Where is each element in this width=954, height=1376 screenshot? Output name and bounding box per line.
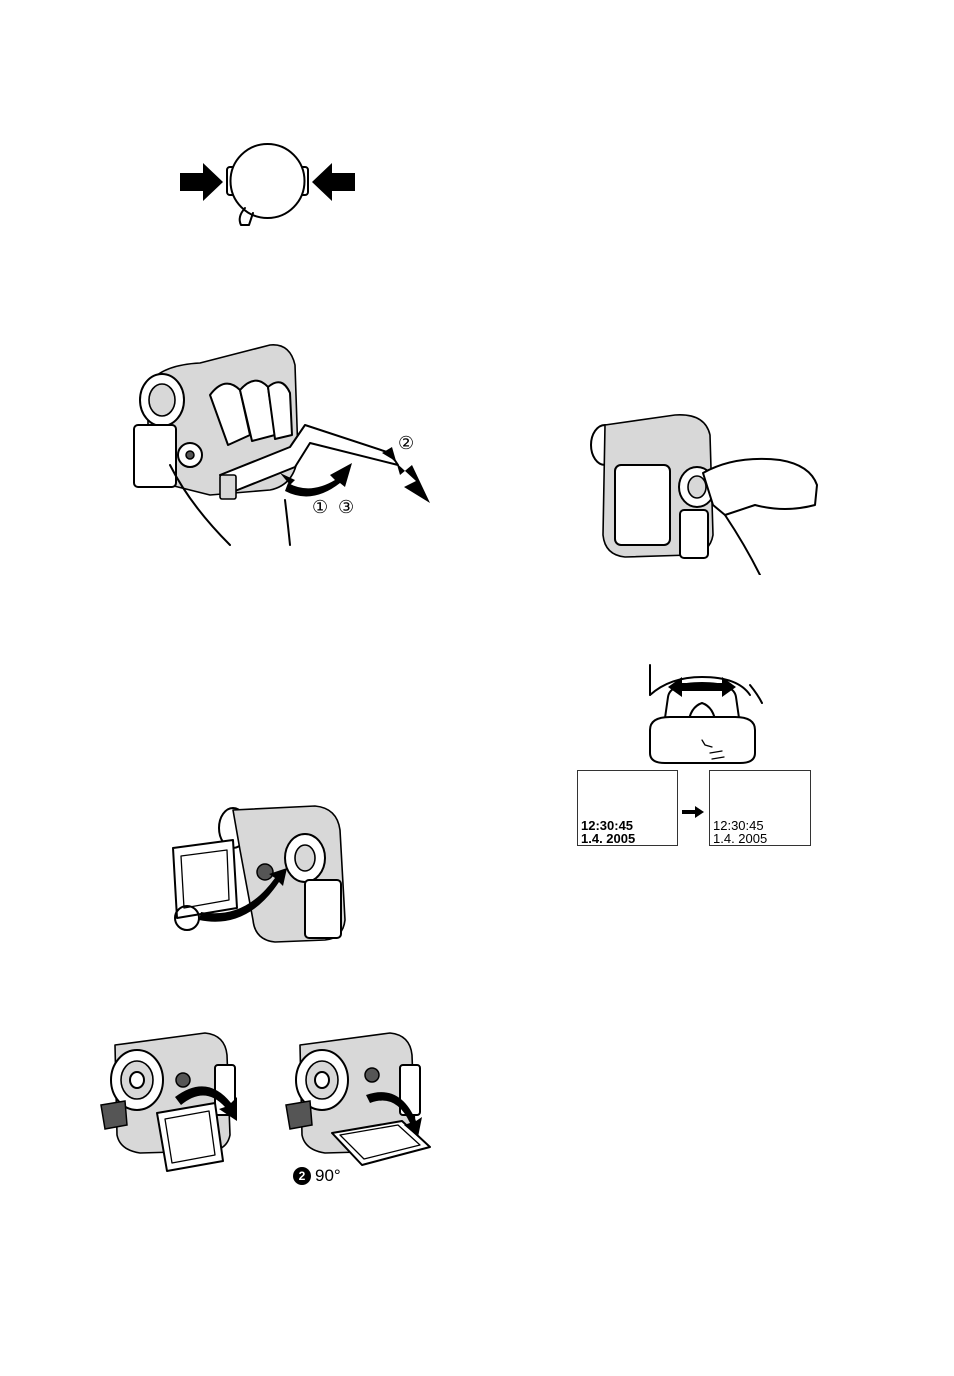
hand-strap-figure: ② ① ③ xyxy=(130,335,440,550)
display-before-date: 1.4. 2005 xyxy=(581,832,635,845)
lcd-rotation-angle: 2 90° xyxy=(293,1166,341,1186)
strap-step-1-label: ① xyxy=(312,497,328,518)
strap-step-3-label: ③ xyxy=(338,497,354,518)
display-after-date: 1.4. 2005 xyxy=(713,832,767,845)
display-after-screen: 12:30:45 1.4. 2005 xyxy=(709,770,811,846)
strap-step-2-label: ② xyxy=(398,433,414,454)
lcd-rotate-figure-left xyxy=(95,1025,245,1175)
rotation-angle-label: 90° xyxy=(315,1166,341,1186)
pull-arrow-icon xyxy=(382,447,430,503)
arrow-right-icon xyxy=(682,806,704,818)
display-before-screen: 12:30:45 1.4. 2005 xyxy=(577,770,678,846)
push-arrow-right-icon xyxy=(180,163,223,201)
push-arrow-left-icon xyxy=(312,163,355,201)
lcd-rotate-figure-right xyxy=(280,1025,435,1175)
step-number-badge: 2 xyxy=(293,1167,311,1185)
lens-cap-icon xyxy=(231,144,305,218)
lens-cap-figure xyxy=(175,135,360,230)
eyepiece-slider-figure xyxy=(640,655,765,765)
lcd-open-figure xyxy=(165,800,365,945)
viewfinder-adjust-figure xyxy=(585,405,825,575)
